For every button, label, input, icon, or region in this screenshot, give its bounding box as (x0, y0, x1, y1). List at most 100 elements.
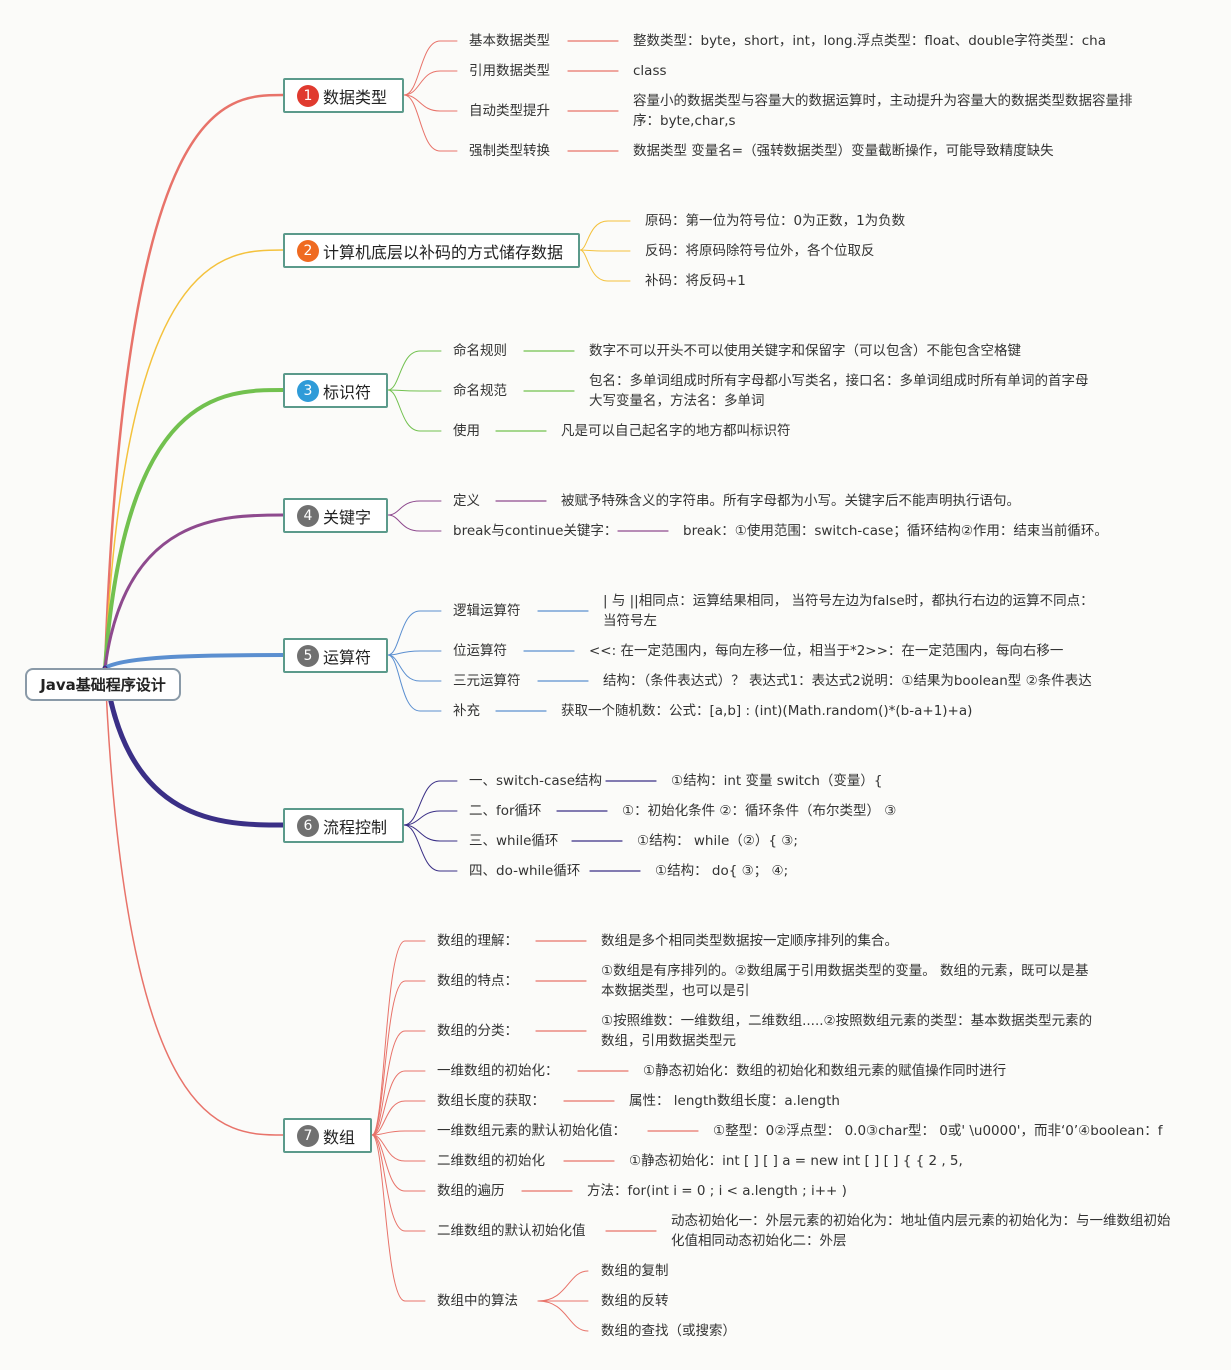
branch-2-item-3-connector (579, 249, 631, 282)
branch-7-item-6-detail: ①整型：0②浮点型： 0.0③char型： 0或' \u0000'，而非‘0’④… (713, 1123, 1163, 1139)
branch-6-item-1-detail: ①结构：int 变量 switch（变量）{ (671, 773, 883, 789)
branch-3-item-1-label: 命名规则 (453, 343, 507, 359)
branch-4-item-2-detail: break：①使用范围：switch-case；循环结构②作用：结束当前循环。 (683, 523, 1108, 539)
branch-6-item-4-label: 四、do-while循环 (469, 863, 581, 879)
branch-5-item-3-detail: 结构：（条件表达式）？ 表达式1：表达式2说明：①结果为boolean型 ②条件… (603, 673, 1092, 689)
branch-4-number-badge: 4 (297, 504, 319, 527)
branch-4-item-1-connector (387, 500, 442, 516)
branch-5-item-2-label: 位运算符 (453, 643, 507, 659)
branch-6-number-badge: 6 (297, 814, 319, 837)
branch-6-item-4-connector (403, 824, 458, 872)
branch-4-item-2-label: break与continue关键字： (453, 523, 618, 539)
branch-3-item-3-label: 使用 (453, 423, 480, 439)
branch-5-item-1-connector (387, 610, 442, 656)
branch-7-sub-item-2: 数组的反转 (601, 1293, 669, 1309)
branch-6-item-2-connector (403, 810, 458, 826)
branch-1-item-4-connector (403, 94, 458, 152)
branch-7-item-2-detail: ①数组是有序排列的。②数组属于引用数据类型的变量。 数组的元素，既可以是基本数据… (601, 963, 1089, 999)
branch-1-item-2-detail: class (633, 63, 667, 79)
root-node: Java基础程序设计 (25, 668, 181, 701)
branch-1-number-badge: 1 (297, 84, 319, 107)
branch-7-item-1-detail: 数组是多个相同类型数据按一定顺序排列的集合。 (601, 933, 898, 949)
branch-1-item-2-connector (403, 70, 458, 96)
branch-7-item-1-connector (371, 940, 426, 1136)
branch-7-item-7-connector (371, 1134, 426, 1162)
branch-7-item-3-label: 数组的分类： (437, 1023, 518, 1039)
branch-2-item-2-connector (579, 249, 631, 252)
branch-5-item-2-connector (387, 650, 442, 656)
branch-3-item-1-detail: 数字不可以开头不可以使用关键字和保留字（可以包含）不能包含空格键 (589, 343, 1021, 359)
branch-7-item-3-detail: ①按照维数：一维数组，二维数组.....②按照数组元素的类型：基本数据类型元素的… (601, 1013, 1093, 1049)
branch-7-number-badge: 7 (297, 1124, 319, 1147)
branch-3-item-2-detail: 包名：多单词组成时所有字母都小写类名，接口名：多单词组成时所有单词的首字母大写变… (589, 373, 1089, 409)
branch-7-item-7-detail: ①静态初始化：int [ ] [ ] a = new int [ ] [ ] {… (629, 1153, 963, 1169)
branch-5-item-1-label: 逻辑运算符 (453, 603, 521, 619)
branch-1-item-2-label: 引用数据类型 (469, 63, 550, 79)
branch-3-title: 标识符 (323, 382, 372, 402)
branch-5-item-3-connector (387, 654, 442, 682)
branch-4-item-1-detail: 被赋予特殊含义的字符串。所有字母都为小写。关键字后不能声明执行语句。 (561, 493, 1020, 509)
branch-1-item-1-label: 基本数据类型 (469, 33, 550, 49)
branch-4-connector (103, 513, 285, 670)
branch-7-connector (104, 667, 284, 1136)
branch-3-item-3-connector (387, 389, 442, 432)
branch-7-item-8-detail: 方法：for(int i = 0 ; i < a.length ; i++ ) (587, 1183, 847, 1199)
branch-6-item-1-label: 一、switch-case结构 (469, 773, 603, 789)
branch-7-sub-1-connector (537, 1270, 589, 1302)
branch-6-title: 流程控制 (323, 817, 388, 837)
branch-5-item-3-label: 三元运算符 (453, 673, 521, 689)
branch-7-item-1-label: 数组的理解： (437, 933, 518, 949)
branch-7-sub-item-3: 数组的查找（或搜索） (601, 1323, 736, 1339)
branch-5-item-4-connector (387, 654, 442, 712)
branch-7-item-3-connector (371, 1030, 426, 1136)
branch-7-item-4-connector (371, 1070, 426, 1136)
branch-6-item-3-detail: ①结构： while（②）{ ③; (637, 833, 798, 849)
branch-3-item-2-connector (387, 389, 442, 392)
branch-1-item-3-connector (403, 94, 458, 112)
branch-6-item-2-label: 二、for循环 (469, 803, 542, 819)
branch-2-number-badge: 2 (297, 239, 319, 262)
branch-4-item-2-connector (387, 514, 442, 532)
branch-2-item-1-connector (579, 220, 631, 251)
branch-2-title: 计算机底层以补码的方式储存数据 (323, 242, 564, 262)
branch-7-item-2-connector (371, 980, 426, 1136)
branch-4-item-1-label: 定义 (453, 493, 480, 509)
branch-6-item-4-detail: ①结构： do{ ③； ④; (655, 863, 789, 879)
branch-1-item-4-detail: 数据类型 变量名=（强转数据类型）变量截断操作，可能导致精度缺失 (633, 143, 1054, 159)
branch-7-item-9-detail: 动态初始化一：外层元素的初始化为：地址值内层元素的初始化为：与一维数组初始化值相… (671, 1213, 1171, 1249)
branch-7-item-4-label: 一维数组的初始化： (437, 1063, 559, 1079)
branch-2-item-1-detail: 原码：第一位为符号位：0为正数，1为负数 (645, 213, 906, 229)
branch-7-item-5-connector (371, 1100, 426, 1136)
branch-7-item-8-label: 数组的遍历 (437, 1183, 505, 1199)
branch-2-connector (104, 249, 284, 669)
branch-1-item-4-label: 强制类型转换 (469, 143, 550, 159)
branch-6-item-2-detail: ①：初始化条件 ②：循环条件（布尔类型） ③ (622, 803, 897, 819)
branch-2-item-3-detail: 补码：将反码+1 (645, 273, 746, 289)
branch-1-item-1-detail: 整数类型：byte，short，int，long.浮点类型：float、doub… (633, 33, 1106, 49)
branch-7-item-2-label: 数组的特点： (437, 973, 518, 989)
branch-1-connector (103, 93, 285, 670)
branch-3-number-badge: 3 (297, 379, 319, 402)
branch-5-item-2-detail: <<: 在一定范围内，每向左移一位，相当于*2>>：在一定范围内，每向右移一 (589, 643, 1064, 659)
branch-1-title: 数据类型 (323, 87, 388, 107)
branch-5-title: 运算符 (323, 647, 372, 667)
branch-7-item-5-label: 数组长度的获取： (437, 1093, 545, 1109)
branch-7-item-6-label: 一维数组元素的默认初始化值： (437, 1123, 626, 1139)
branch-7-title: 数组 (323, 1127, 356, 1147)
branch-7-item-8-connector (371, 1134, 426, 1192)
branch-5-item-1-detail: | 与 ||相同点：运算结果相同， 当符号左边为false时，都执行右边的运算不… (603, 593, 1094, 629)
branch-6-item-3-connector (403, 824, 458, 842)
branch-7-sub-item-1: 数组的复制 (601, 1263, 669, 1279)
branch-5-item-4-label: 补充 (453, 703, 480, 719)
branch-7-item-10-label: 数组中的算法 (437, 1293, 518, 1309)
branch-6-item-3-label: 三、while循环 (469, 833, 559, 849)
branch-1-item-3-detail: 容量小的数据类型与容量大的数据运算时，主动提升为容量大的数据类型数据容量排序：b… (633, 93, 1133, 129)
branch-3-item-3-detail: 凡是可以自己起名字的地方都叫标识符 (561, 423, 791, 439)
branch-4-title: 关键字 (323, 507, 372, 527)
branch-7-item-6-connector (371, 1130, 426, 1136)
